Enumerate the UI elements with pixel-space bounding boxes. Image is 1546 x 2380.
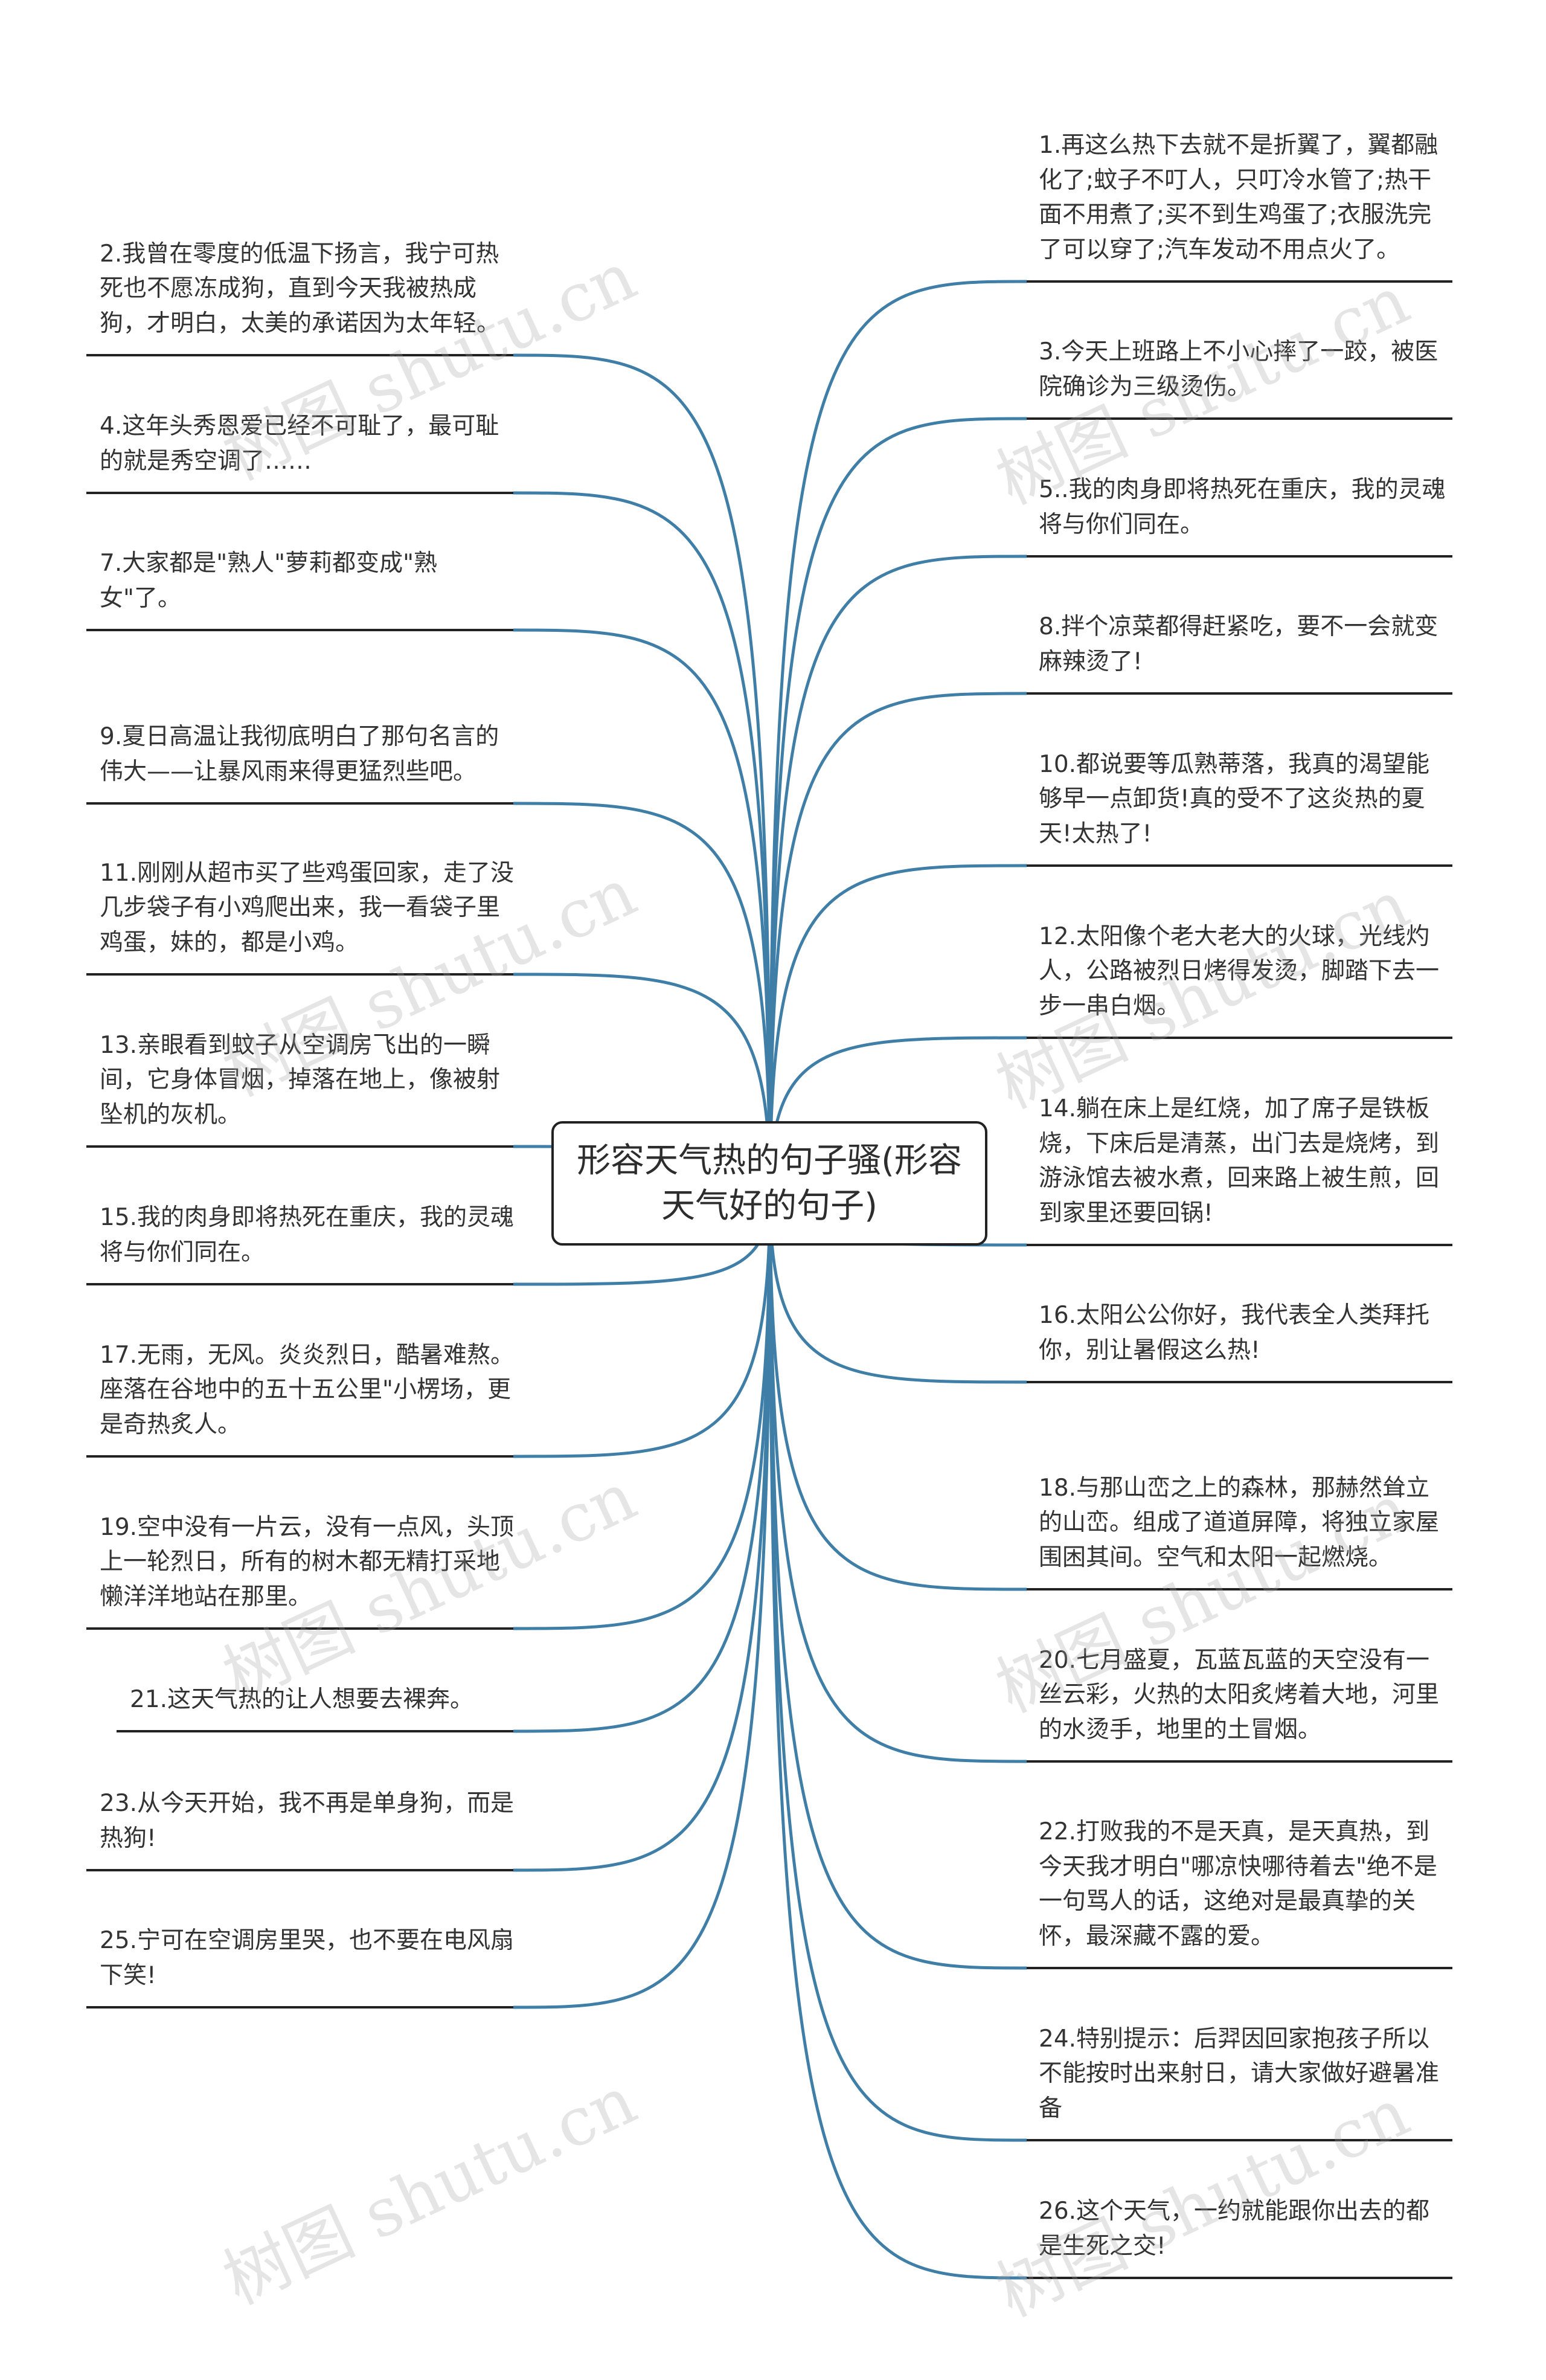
right-branch-node[interactable]: 16.太阳公公你好，我代表全人类拜托你，别让暑假这么热! xyxy=(1027,1302,1452,1383)
branch-text: 7.大家都是"熟人"萝莉都变成"熟女"了。 xyxy=(100,550,438,612)
right-connector xyxy=(768,555,1027,1194)
right-connector xyxy=(768,864,1027,1194)
central-topic-label: 形容天气热的句子骚(形容天气好的句子) xyxy=(577,1141,962,1226)
right-connector xyxy=(768,1192,1027,2280)
left-connector xyxy=(513,1192,772,1458)
left-branch-node[interactable]: 7.大家都是"熟人"萝莉都变成"熟女"了。 xyxy=(86,550,513,631)
branch-text: 22.打败我的不是天真，是天真热，到今天我才明白"哪凉快哪待着去"绝不是一句骂人… xyxy=(1039,1818,1437,1950)
branch-text: 24.特别提示：后羿因回家抱孩子所以不能按时出来射日，请大家做好避暑准备 xyxy=(1039,2025,1440,2122)
left-connector xyxy=(513,1192,772,1733)
branch-text: 15.我的肉身即将热死在重庆，我的灵魂将与你们同在。 xyxy=(100,1204,515,1266)
left-branch-node[interactable]: 19.空中没有一片云，没有一点风，头顶上一轮烈日，所有的树木都无精打采地懒洋洋地… xyxy=(86,1514,514,1630)
right-connector xyxy=(768,692,1027,1194)
left-branch-node[interactable]: 11.刚刚从超市买了些鸡蛋回家，走了没几步袋子有小鸡爬出来，我一看袋子里鸡蛋，妹… xyxy=(86,860,514,976)
central-topic[interactable]: 形容天气热的句子骚(形容天气好的句子) xyxy=(551,1121,987,1246)
right-connector xyxy=(768,1192,1027,1970)
left-branch-node[interactable]: 13.亲眼看到蚊子从空调房飞出的一瞬间，它身体冒烟，掉落在地上，像被射坠机的灰机… xyxy=(86,1032,513,1148)
right-branch-node[interactable]: 26.这个天气，一约就能跟你出去的都是生死之交! xyxy=(1027,2198,1452,2279)
right-branch-node[interactable]: 12.太阳像个老大老大的火球，光线灼人，公路被烈日烤得发烫，脚踏下去一步一串白烟… xyxy=(1027,923,1452,1039)
left-branch-node[interactable]: 15.我的肉身即将热死在重庆，我的灵魂将与你们同在。 xyxy=(86,1204,514,1285)
left-connector xyxy=(513,353,772,1194)
right-branch-node[interactable]: 14.躺在床上是红烧，加了席子是铁板烧，下床后是清蒸，出门去是烧烤，到游泳馆去被… xyxy=(1027,1095,1452,1246)
left-branch-node[interactable]: 17.无雨，无风。炎炎烈日，酷暑难熬。座落在谷地中的五十五公里"小楞场，更是奇热… xyxy=(86,1342,514,1458)
branch-text: 1.再这么热下去就不是折翼了，翼都融化了;蚊子不叮人，只叮冷水管了;热干面不用煮… xyxy=(1039,132,1439,263)
right-connector xyxy=(768,280,1027,1194)
left-connector xyxy=(513,802,772,1194)
branch-text: 23.从今天开始，我不再是单身狗，而是热狗! xyxy=(100,1790,515,1852)
right-connector xyxy=(768,1192,1027,1591)
branch-text: 11.刚刚从超市买了些鸡蛋回家，走了没几步袋子有小鸡爬出来，我一看袋子里鸡蛋，妹… xyxy=(100,859,515,956)
left-connector xyxy=(513,491,772,1194)
branch-text: 9.夏日高温让我彻底明白了那句名言的伟大——让暴风雨来得更猛烈些吧。 xyxy=(100,723,499,785)
right-connector xyxy=(768,417,1027,1194)
branch-text: 8.拌个凉菜都得赶紧吃，要不一会就变麻辣烫了! xyxy=(1039,613,1439,675)
branch-text: 2.我曾在零度的低温下扬言，我宁可热死也不愿冻成狗，直到今天我被热成狗，才明白，… xyxy=(100,240,501,337)
branch-text: 5..我的肉身即将热死在重庆，我的灵魂将与你们同在。 xyxy=(1039,476,1446,538)
branch-text: 4.这年头秀恩爱已经不可耻了，最可耻的就是秀空调了…… xyxy=(100,413,499,475)
right-branch-node[interactable]: 10.都说要等瓜熟蒂落，我真的渴望能够早一点卸货!真的受不了这炎热的夏天!太热了… xyxy=(1027,751,1452,867)
branch-text: 17.无雨，无风。炎炎烈日，酷暑难熬。座落在谷地中的五十五公里"小楞场，更是奇热… xyxy=(100,1341,515,1438)
branch-text: 18.与那山峦之上的森林，那赫然耸立的山峦。组成了道道屏障，将独立家屋围困其间。… xyxy=(1039,1474,1440,1571)
branch-text: 3.今天上班路上不小心摔了一跤，被医院确诊为三级烫伤。 xyxy=(1039,338,1439,400)
branch-text: 13.亲眼看到蚊子从空调房飞出的一瞬间，它身体冒烟，掉落在地上，像被射坠机的灰机… xyxy=(100,1031,501,1128)
right-branch-node[interactable]: 24.特别提示：后羿因回家抱孩子所以不能按时出来射日，请大家做好避暑准备 xyxy=(1027,2025,1452,2141)
right-connector xyxy=(768,1192,1027,2142)
right-branch-node[interactable]: 22.打败我的不是天真，是天真热，到今天我才明白"哪凉快哪待着去"绝不是一句骂人… xyxy=(1027,1818,1452,1969)
branch-text: 14.躺在床上是红烧，加了席子是铁板烧，下床后是清蒸，出门去是烧烤，到游泳馆去被… xyxy=(1039,1095,1440,1227)
branch-text: 21.这天气热的让人想要去裸奔。 xyxy=(130,1685,474,1713)
left-connector xyxy=(513,1192,772,1872)
right-branch-node[interactable]: 3.今天上班路上不小心摔了一跤，被医院确诊为三级烫伤。 xyxy=(1027,338,1452,420)
left-branch-node[interactable]: 21.这天气热的让人想要去裸奔。 xyxy=(117,1686,513,1732)
left-connector xyxy=(513,1192,772,2009)
right-branch-node[interactable]: 1.再这么热下去就不是折翼了，翼都融化了;蚊子不叮人，只叮冷水管了;热干面不用煮… xyxy=(1027,132,1452,283)
left-connector xyxy=(513,1192,772,1630)
branch-text: 26.这个天气，一约就能跟你出去的都是生死之交! xyxy=(1039,2198,1430,2260)
left-branch-node[interactable]: 23.从今天开始，我不再是单身狗，而是热狗! xyxy=(86,1790,514,1871)
left-branch-node[interactable]: 9.夏日高温让我彻底明白了那句名言的伟大——让暴风雨来得更猛烈些吧。 xyxy=(86,723,513,805)
branch-text: 19.空中没有一片云，没有一点风，头顶上一轮烈日，所有的树木都无精打采地懒洋洋地… xyxy=(100,1513,515,1610)
right-branch-node[interactable]: 18.与那山峦之上的森林，那赫然耸立的山峦。组成了道道屏障，将独立家屋围困其间。… xyxy=(1027,1475,1452,1590)
branch-text: 25.宁可在空调房里哭，也不要在电风扇下笑! xyxy=(100,1927,515,1989)
left-connector xyxy=(513,628,772,1194)
right-branch-node[interactable]: 5..我的肉身即将热死在重庆，我的灵魂将与你们同在。 xyxy=(1027,476,1452,558)
right-connector xyxy=(768,1192,1027,1384)
left-branch-node[interactable]: 25.宁可在空调房里哭，也不要在电风扇下笑! xyxy=(86,1927,514,2009)
right-branch-node[interactable]: 20.七月盛夏，瓦蓝瓦蓝的天空没有一丝云彩，火热的太阳炙烤着大地，河里的水烫手，… xyxy=(1027,1647,1452,1763)
branch-text: 12.太阳像个老大老大的火球，光线灼人，公路被烈日烤得发烫，脚踏下去一步一串白烟… xyxy=(1039,922,1440,1020)
left-branch-node[interactable]: 4.这年头秀恩爱已经不可耻了，最可耻的就是秀空调了…… xyxy=(86,413,513,494)
left-branch-node[interactable]: 2.我曾在零度的低温下扬言，我宁可热死也不愿冻成狗，直到今天我被热成狗，才明白，… xyxy=(86,240,513,356)
branch-text: 16.太阳公公你好，我代表全人类拜托你，别让暑假这么热! xyxy=(1039,1302,1430,1364)
left-connector xyxy=(513,973,772,1194)
branch-text: 20.七月盛夏，瓦蓝瓦蓝的天空没有一丝云彩，火热的太阳炙烤着大地，河里的水烫手，… xyxy=(1039,1646,1440,1743)
right-connector xyxy=(768,1192,1027,1763)
branch-text: 10.都说要等瓜熟蒂落，我真的渴望能够早一点卸货!真的受不了这炎热的夏天!太热了… xyxy=(1039,750,1430,847)
right-branch-node[interactable]: 8.拌个凉菜都得赶紧吃，要不一会就变麻辣烫了! xyxy=(1027,613,1452,695)
